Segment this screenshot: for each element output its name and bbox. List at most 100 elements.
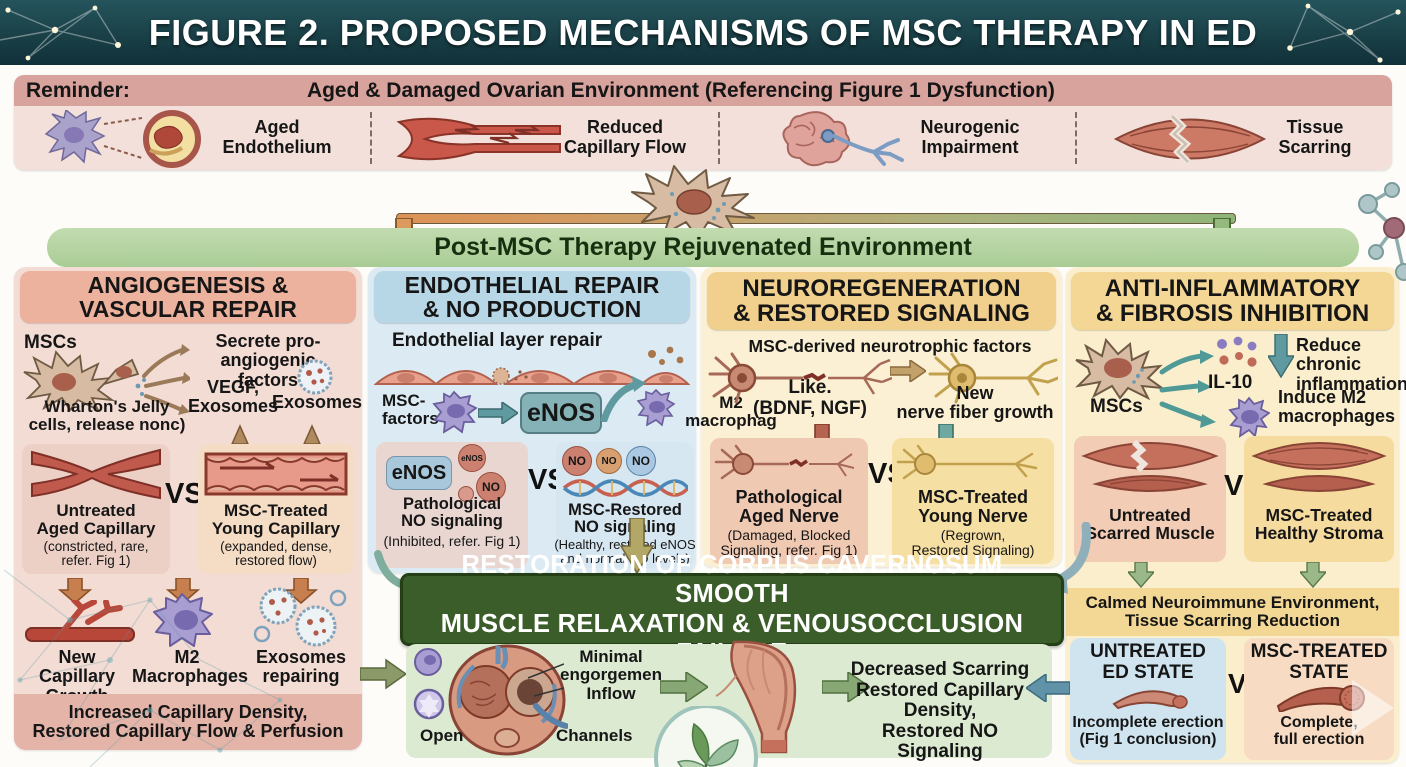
young-nerve-title: MSC-Treated Young Nerve [917,487,1029,526]
col2-to-center-arrow-icon [620,518,654,574]
induced-m2-icon [1228,396,1270,438]
exosome-icon [297,359,333,395]
channels-label: Channels [556,726,633,745]
secrete-factors-label: Secrete pro-angiogenic factors [215,331,321,390]
untreated-capillary-title: Untreated Aged Capillary [36,501,156,538]
calmed-arrow-left-icon [1128,562,1154,588]
endothelial-layer-repair-label: Endothelial layer repair [392,330,603,351]
calmed-environment-label: Calmed Neuroimmune Environment, Tissue S… [1085,592,1380,630]
healthy-stroma-title: MSC-Treated Healthy Stroma [1254,505,1384,544]
minimal-engorgement-label: Minimal engorgemen Inflow [559,647,663,703]
new-nerve-growth-label: New nerve fiber growth [896,383,1054,423]
open-label: Open [420,726,464,745]
center-outcome-label: Decreased Scarring Restored Capillary De… [850,659,1030,763]
young-nerve-small-icon [896,444,1038,480]
cytokine-dots-icon [1217,336,1257,367]
pathological-no-sub: (Inhibited, refer. Fig 1) [383,533,521,549]
aged-nerve-small-icon [714,444,855,480]
up-arrows-icon [231,424,321,444]
m2-macrophage-icon [153,593,213,647]
enos-pill: eNOS [520,392,602,434]
scarred-muscle-icon [1081,440,1219,492]
neuro-title: NEUROREGENERATION & RESTORED SIGNALING [707,272,1056,330]
corpus-cross-section-icon [448,644,568,756]
anti-inflammatory-title: ANTI-INFLAMMATORY & FIBROSIS INHIBITION [1071,272,1394,330]
rejuvenated-environment-label: Post-MSC Therapy Rejuvenated Environment [434,233,972,261]
mscs-col4-label: MSCs [1090,396,1143,417]
center-arrow-2-icon [822,672,870,702]
angiogenesis-footer: Increased Capillary Density, Restored Ca… [14,694,362,750]
reduced-capillary-flow-icon [396,117,561,161]
curved-arrow-icon [600,376,646,422]
enos-dot: eNOS [458,444,486,472]
no-dot-1: NO [562,446,592,476]
reminder-separator [370,112,372,164]
capillary-vs-label: VS [165,478,204,510]
endothelial-layer-icon [374,346,690,385]
open-capillary-icon [204,452,348,496]
reminder-item-aged-endothelium: Aged Endothelium [222,117,332,157]
neurotrophic-factors-label: MSC-derived neurotrophic factors [748,336,1032,356]
therapy-bracket-bar [396,213,1236,224]
m2-cell-icon [636,388,676,427]
endothelial-title: ENDOTHELIAL REPAIR & NO PRODUCTION [374,271,690,323]
msc-factor-cell-icon [432,390,478,434]
reminder-separator [1075,112,1077,164]
enos-arrow-icon [478,402,518,424]
calmed-environment-bar: Calmed Neuroimmune Environment, Tissue S… [1066,588,1399,636]
exosomes-repairing-icon [253,587,347,647]
center-arrow-1-icon [660,672,708,702]
reminder-item-reduced-capillary-flow: Reduced Capillary Flow [563,117,687,157]
outcome-arrows-icon [58,578,319,604]
reminder-heading: Aged & Damaged Ovarian Environment (Refe… [306,78,1055,102]
il10-label: IL-10 [1208,372,1253,393]
mscs-label: MSCs [24,332,77,353]
aged-neuron-icon [708,352,892,404]
label-pointer-lines [527,663,564,697]
treated-ed-title: MSC-TREATED STATE [1250,641,1388,683]
reminder-separator [718,112,720,164]
treated-ed-sub: Complete, full erection [1273,714,1365,749]
reminder-item-tissue-scarring: Tissue Scarring [1278,117,1352,157]
rejuvenated-environment-banner: Post-MSC Therapy Rejuvenated Environment [47,228,1359,267]
msc-factors-label: MSC- factors [382,391,439,429]
network-decoration-banner [0,3,1401,63]
msc-cell-icon [631,165,755,239]
msc-cell-col4-icon [1075,337,1166,400]
untreated-ed-title: UNTREATED ED STATE [1090,641,1206,683]
treated-capillary-sub: (expanded, dense, restored flow) [220,539,332,569]
msc-cells-icon [23,350,146,412]
no-small-dot [458,486,474,502]
figure-title: FIGURE 2. PROPOSED MECHANISMS OF MSC THE… [148,11,1258,53]
vegf-exosomes-label: VEGF, Exosomes [188,377,279,417]
scarred-muscle-title: Untreated Scarred Muscle [1085,505,1215,544]
tissue-scarring-icon [1113,113,1267,165]
neuro-arrow-icon [890,360,926,382]
restoration-banner: RESTORATION OF CORPUS CAVERNOSUM SMOOTH … [400,551,1064,667]
center-cells-icon [413,648,445,720]
molecule-icon [1358,182,1406,281]
neurogenic-impairment-icon [782,111,904,167]
reminder-label: Reminder: [26,78,130,102]
leaf-logo-icon [654,706,758,767]
flaccid-penis-icon [1112,690,1188,710]
exosomes-repairing-label: Exosomes repairing [255,647,347,687]
calmed-arrow-right-icon [1300,562,1326,588]
new-capillary-icon [25,600,135,642]
healthy-muscle-icon [1251,442,1387,492]
no-dot: NO [476,472,506,502]
restored-no-sub: (Healthy, restored eNOS and normal NO le… [554,537,696,566]
reduce-inflammation-label: Reduce chronic inflammation [1296,335,1406,394]
untreated-ed-sub: Incomplete erection (Fig 1 conclusion) [1072,714,1224,749]
aged-nerve-sub: (Damaged, Blocked Signaling, refer. Fig … [720,527,858,558]
reminder-item-neurogenic-impairment: Neurogenic Impairment [920,117,1020,157]
network-decoration-bottom-left [3,569,283,767]
center-arrow-from-right-icon [1026,674,1070,702]
constricted-capillary-icon [31,448,161,500]
young-neuron-icon [928,352,1058,404]
exosomes-label: Exosomes [272,392,363,412]
treated-capillary-title: MSC-Treated Young Capillary [211,501,341,538]
young-nerve-sub: (Regrown, Restored Signaling) [911,527,1035,558]
wharton-jelly-label: Wharton's Jelly cells, release nonc) [28,397,186,435]
